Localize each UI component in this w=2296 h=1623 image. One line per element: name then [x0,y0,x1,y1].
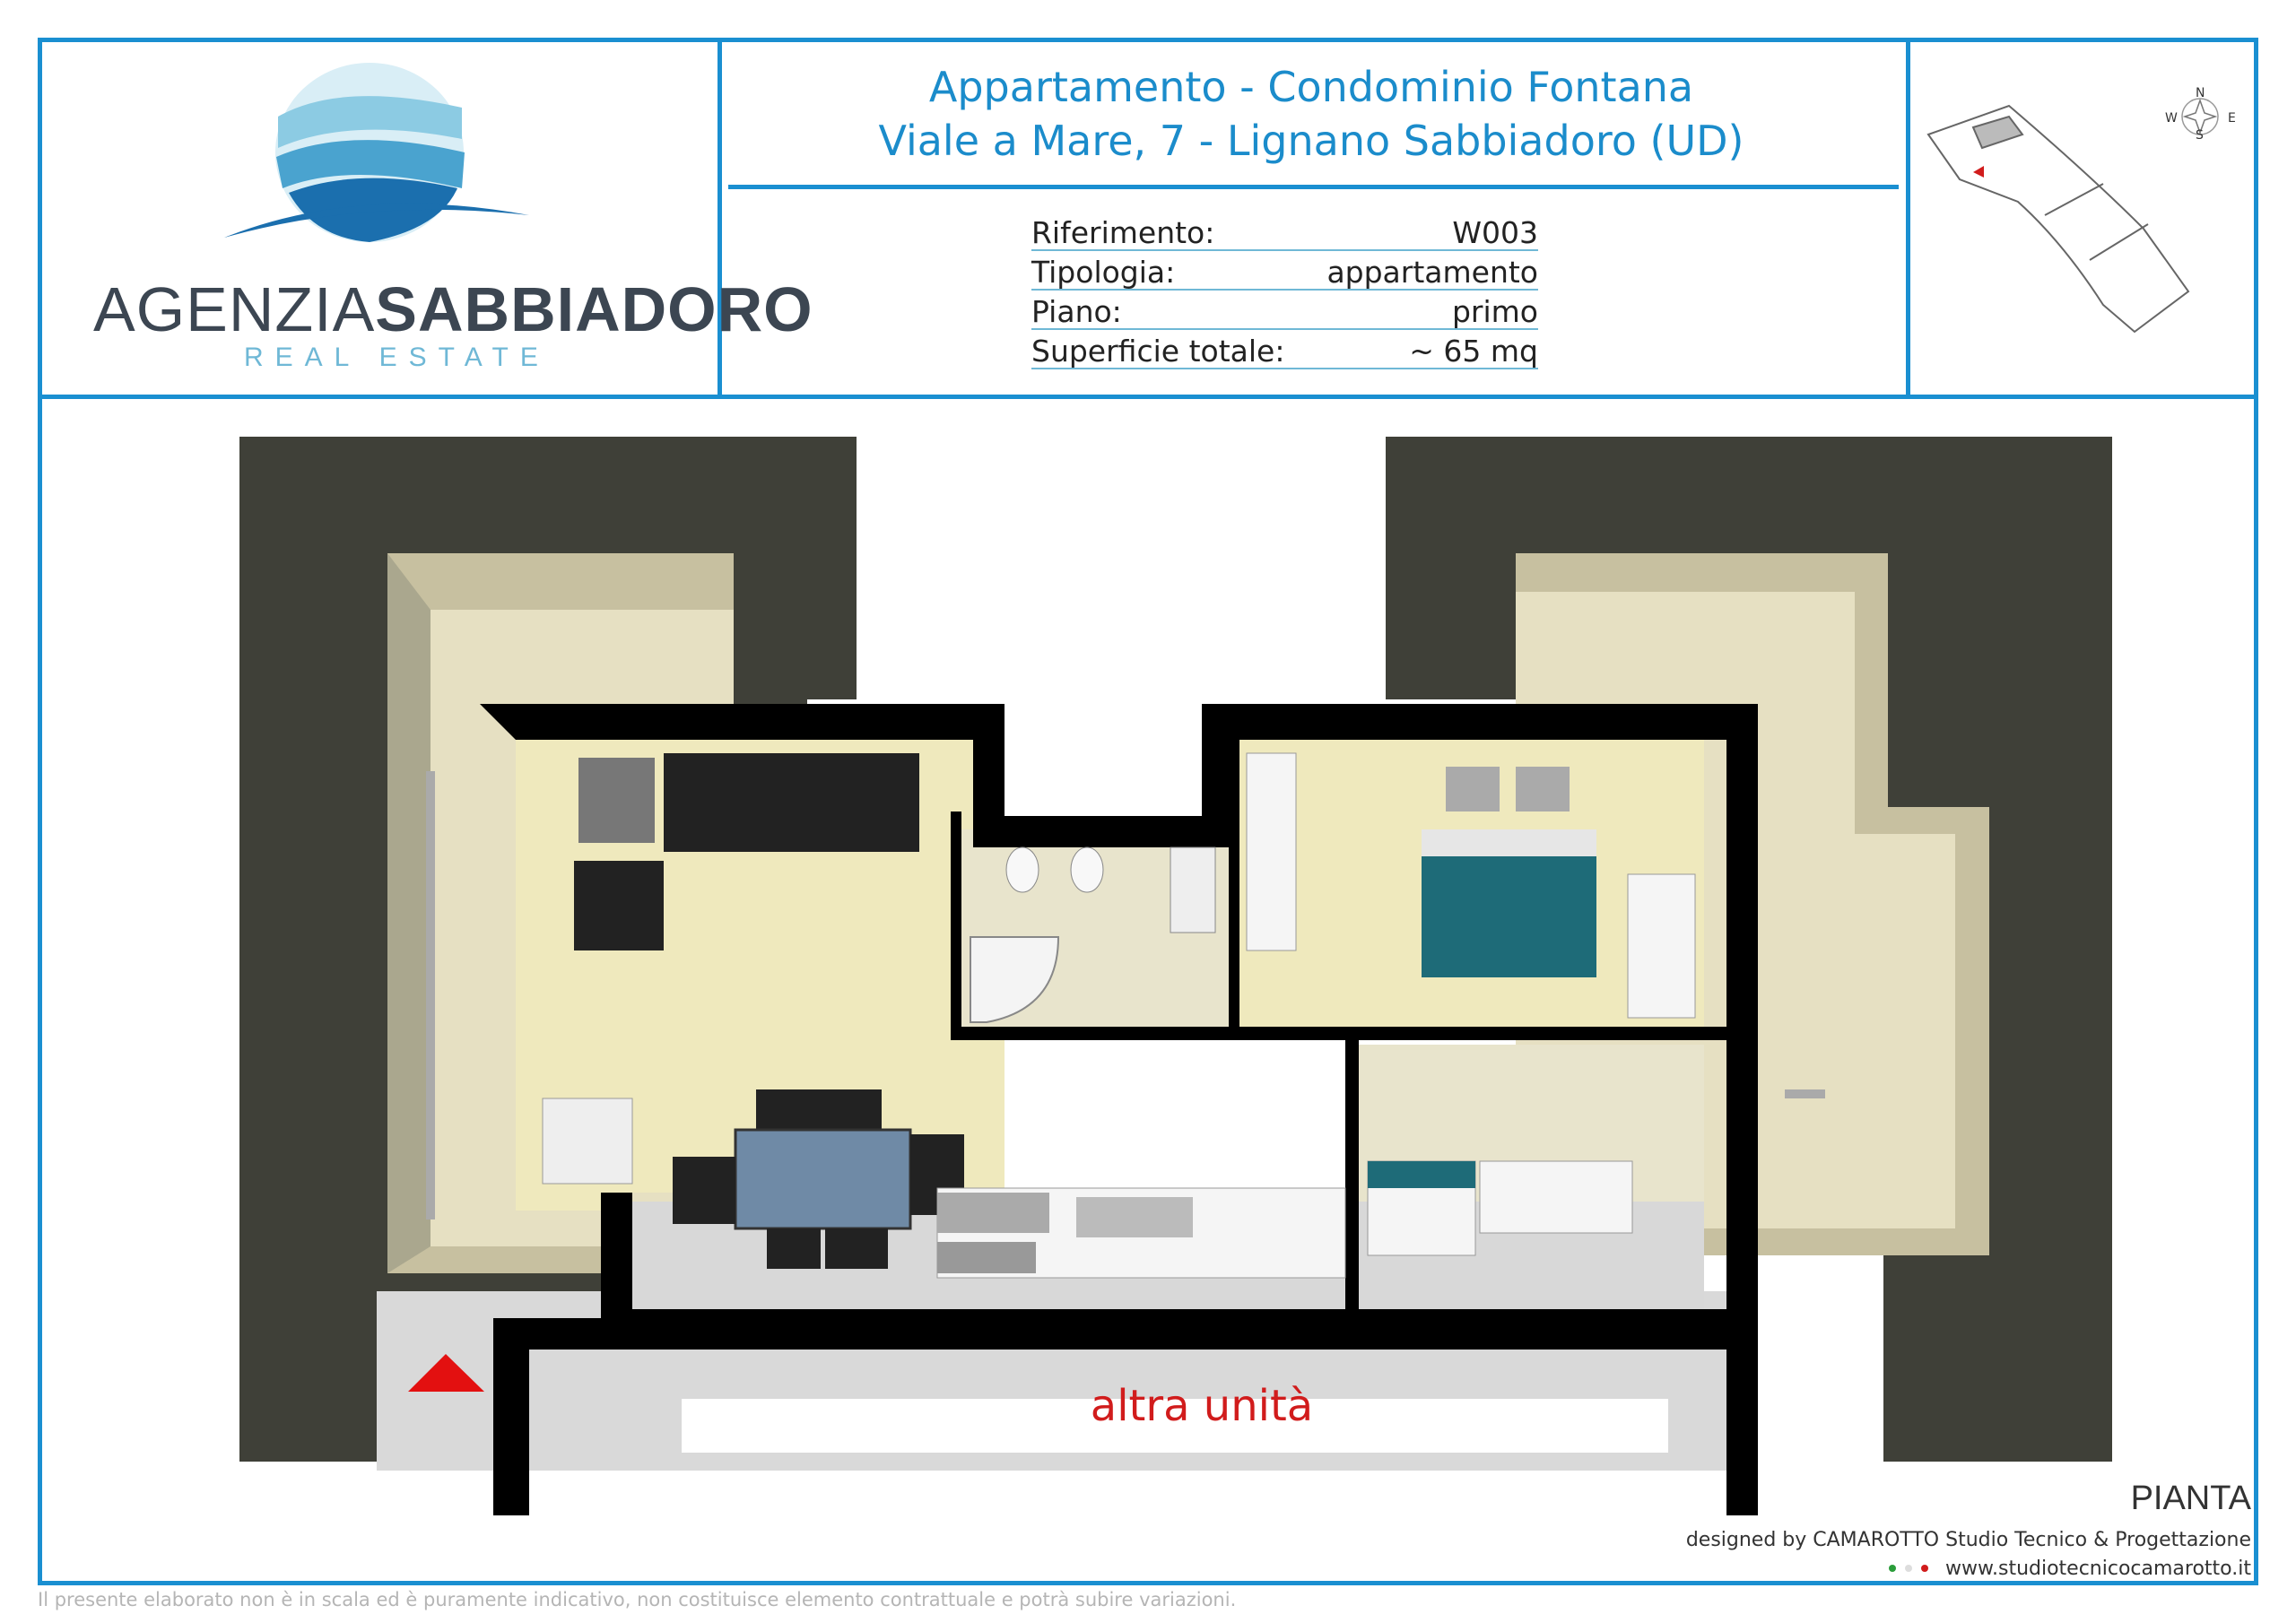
info-row-floor: Piano:primo [1031,294,1538,330]
info-row-surface: Superficie totale:~ 65 mq [1031,334,1538,369]
designer-website[interactable]: www.studiotecnicocamarotto.it [1945,1558,2251,1580]
bathroom-fixtures [970,846,1216,1023]
legal-disclaimer: Il presente elaborato non è in scala ed … [38,1589,1237,1610]
side-table [578,758,655,843]
header-bottom-divider [42,395,2254,399]
sofa [664,753,919,852]
living-room-floor [516,740,1004,1211]
double-bed [1422,767,1596,977]
right-railing [1785,1089,1825,1098]
agency-logo: AGENZIASABBIADORO REAL ESTATE [54,54,813,386]
brand-name: AGENZIASABBIADORO [93,274,813,344]
compass-west: W [2165,111,2178,126]
entrance-arrow-icon [408,1354,484,1392]
bedroom-closet [1246,752,1297,951]
wardrobe [1627,873,1696,1019]
cabinet [542,1098,633,1185]
section-label: PIANTA [2130,1480,2251,1517]
italian-flag-dots-icon [1889,1565,1928,1572]
apartment-walls [480,704,1758,1515]
globe-logo-icon [224,63,529,242]
kitchenette-right [1479,1160,1633,1234]
header-divider-right [1906,42,1910,397]
dining-table [673,1089,964,1269]
listing-title: Appartamento - Condominio Fontana [928,63,1694,111]
info-row-reference: Riferimento:W003 [1031,215,1538,251]
armchair [574,861,664,950]
brand-tagline: REAL ESTATE [244,343,550,372]
designer-credit: designed by CAMAROTTO Studio Tecnico & P… [1685,1529,2251,1551]
compass-south: S [2196,128,2204,143]
left-railing [426,771,435,1219]
info-row-type: Tipologia:appartamento [1031,255,1538,291]
other-unit-label: altra unità [1090,1381,1314,1431]
header-divider-left [718,42,722,397]
title-underline [728,185,1899,189]
compass-east: E [2228,111,2236,126]
kitchen-counter [936,1187,1346,1279]
listing-address: Viale a Mare, 7 - Lignano Sabbiadoro (UD… [878,117,1744,165]
page-frame [38,38,2258,1585]
compass-north: N [2196,86,2205,100]
